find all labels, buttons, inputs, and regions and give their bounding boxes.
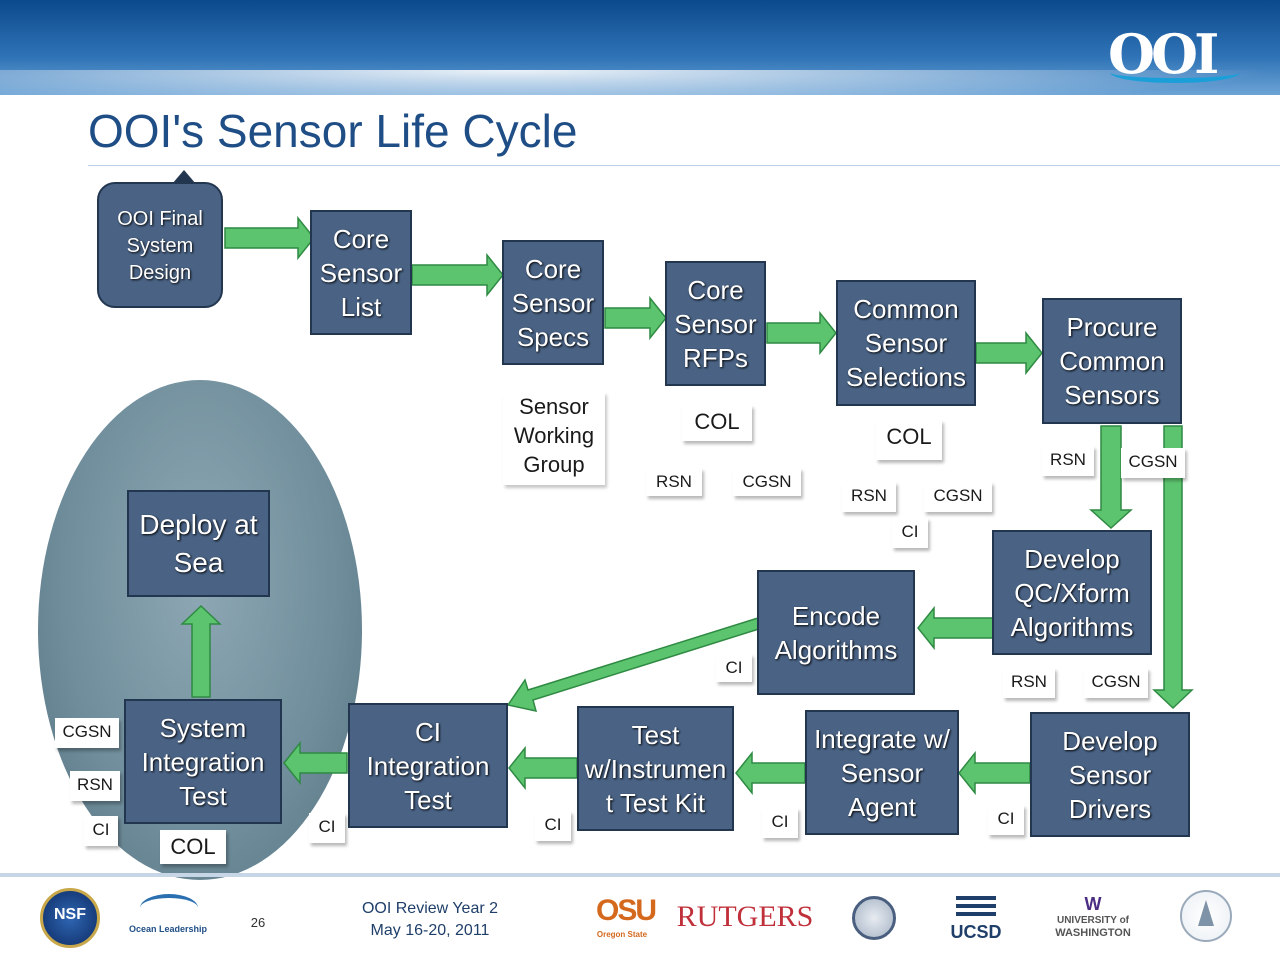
- encode-algorithms-box: Encode Algorithms: [757, 570, 915, 695]
- review-date: May 16-20, 2011: [370, 922, 490, 939]
- cgsn-label-rfps: CGSN: [733, 468, 801, 496]
- cgsn-label-selections: CGSN: [924, 482, 992, 512]
- cgsn-label-qc: CGSN: [1084, 668, 1148, 698]
- final-system-design-callout: OOI Final System Design: [97, 182, 223, 308]
- arrow-list-to-specs: [411, 252, 504, 298]
- uw-logo-line1: UNIVERSITY of: [1056, 915, 1130, 926]
- core-sensor-specs-box: Core Sensor Specs: [502, 240, 604, 365]
- develop-qc-xform-box: Develop QC/Xform Algorithms: [992, 530, 1152, 655]
- page-number: 26: [250, 915, 266, 930]
- rsn-label-sysint: RSN: [70, 771, 120, 801]
- core-sensor-list-box: Core Sensor List: [310, 210, 412, 335]
- ci-label-encode: CI: [716, 654, 752, 682]
- header-wave: [0, 70, 1280, 110]
- arrow-testkit-to-ciint: [508, 745, 578, 791]
- col-label-sysint: COL: [160, 830, 226, 864]
- ci-label-testkit: CI: [535, 811, 571, 841]
- arrow-encode-to-citest: [506, 617, 763, 712]
- arrow-specs-to-rfps: [604, 295, 667, 341]
- arrow-sysint-to-deploy: [180, 604, 222, 698]
- integrate-sensor-agent-box: Integrate w/ Sensor Agent: [805, 710, 959, 835]
- procure-common-sensors-box: Procure Common Sensors: [1042, 298, 1182, 424]
- ci-integration-test-box: CI Integration Test: [348, 703, 508, 828]
- title-divider: [88, 165, 1280, 166]
- whoi-seal-icon: [852, 896, 896, 940]
- footer-divider: [0, 873, 1280, 877]
- nsf-logo-text: NSF: [54, 906, 86, 923]
- col-label-selections: COL: [876, 420, 942, 460]
- sensor-working-group-label: Sensor Working Group: [503, 392, 605, 485]
- arrow-rfps-to-selections: [766, 310, 837, 356]
- rsn-label-qc: RSN: [1003, 668, 1055, 698]
- rsn-label-rfps: RSN: [646, 468, 702, 496]
- arrow-callout-to-list: [224, 215, 315, 261]
- arrow-drivers-to-integrate: [958, 750, 1031, 796]
- arrow-integrate-to-testkit: [735, 750, 806, 796]
- ocean-leadership-wave-icon: [140, 894, 198, 922]
- rsn-label-selections: RSN: [842, 482, 896, 512]
- core-sensor-rfps-box: Core Sensor RFPs: [665, 261, 766, 386]
- ucsd-wave-icon: [956, 896, 996, 916]
- rutgers-logo: RUTGERS: [676, 900, 814, 933]
- page-title: OOI's Sensor Life Cycle: [88, 105, 578, 157]
- review-title: OOI Review Year 2: [361, 900, 499, 917]
- ooi-logo-wave-icon: [1110, 62, 1240, 83]
- ci-label-drivers: CI: [988, 805, 1024, 835]
- ci-label-ciint: CI: [309, 813, 345, 843]
- deploy-at-sea-box: Deploy at Sea: [127, 490, 270, 597]
- rsn-label-procure: RSN: [1042, 446, 1094, 476]
- develop-sensor-drivers-box: Develop Sensor Drivers: [1030, 712, 1190, 837]
- nsf-logo-icon: [40, 888, 100, 948]
- common-sensor-selections-box: Common Sensor Selections: [836, 280, 976, 406]
- arrow-selections-to-procure: [975, 330, 1043, 376]
- col-label-rfps: COL: [682, 405, 752, 441]
- system-integration-test-box: System Integration Test: [124, 699, 282, 824]
- uw-w-mark-icon: W: [1084, 894, 1102, 914]
- ci-label-sysint: CI: [84, 816, 118, 846]
- arrow-qc-to-encode: [917, 605, 994, 651]
- ocean-leadership-logo: Ocean Leadership: [128, 924, 208, 934]
- cgsn-label-sysint: CGSN: [55, 718, 119, 748]
- osu-logo-subtitle: Oregon State: [596, 930, 648, 939]
- ci-label-integrate: CI: [762, 808, 798, 838]
- callout-pointer-icon: [172, 170, 196, 184]
- ci-label-selections: CI: [892, 518, 928, 548]
- uw-logo-line2: WASHINGTON: [1055, 927, 1131, 939]
- ucsd-logo: UCSD: [950, 922, 1002, 942]
- arrow-ciint-to-sysint: [283, 740, 348, 786]
- osu-logo: OSU: [596, 894, 657, 927]
- test-instrument-kit-box: Test w/Instrumen t Test Kit: [577, 706, 734, 831]
- ship-sail-icon: [1198, 900, 1214, 926]
- cgsn-label-procure: CGSN: [1121, 448, 1185, 478]
